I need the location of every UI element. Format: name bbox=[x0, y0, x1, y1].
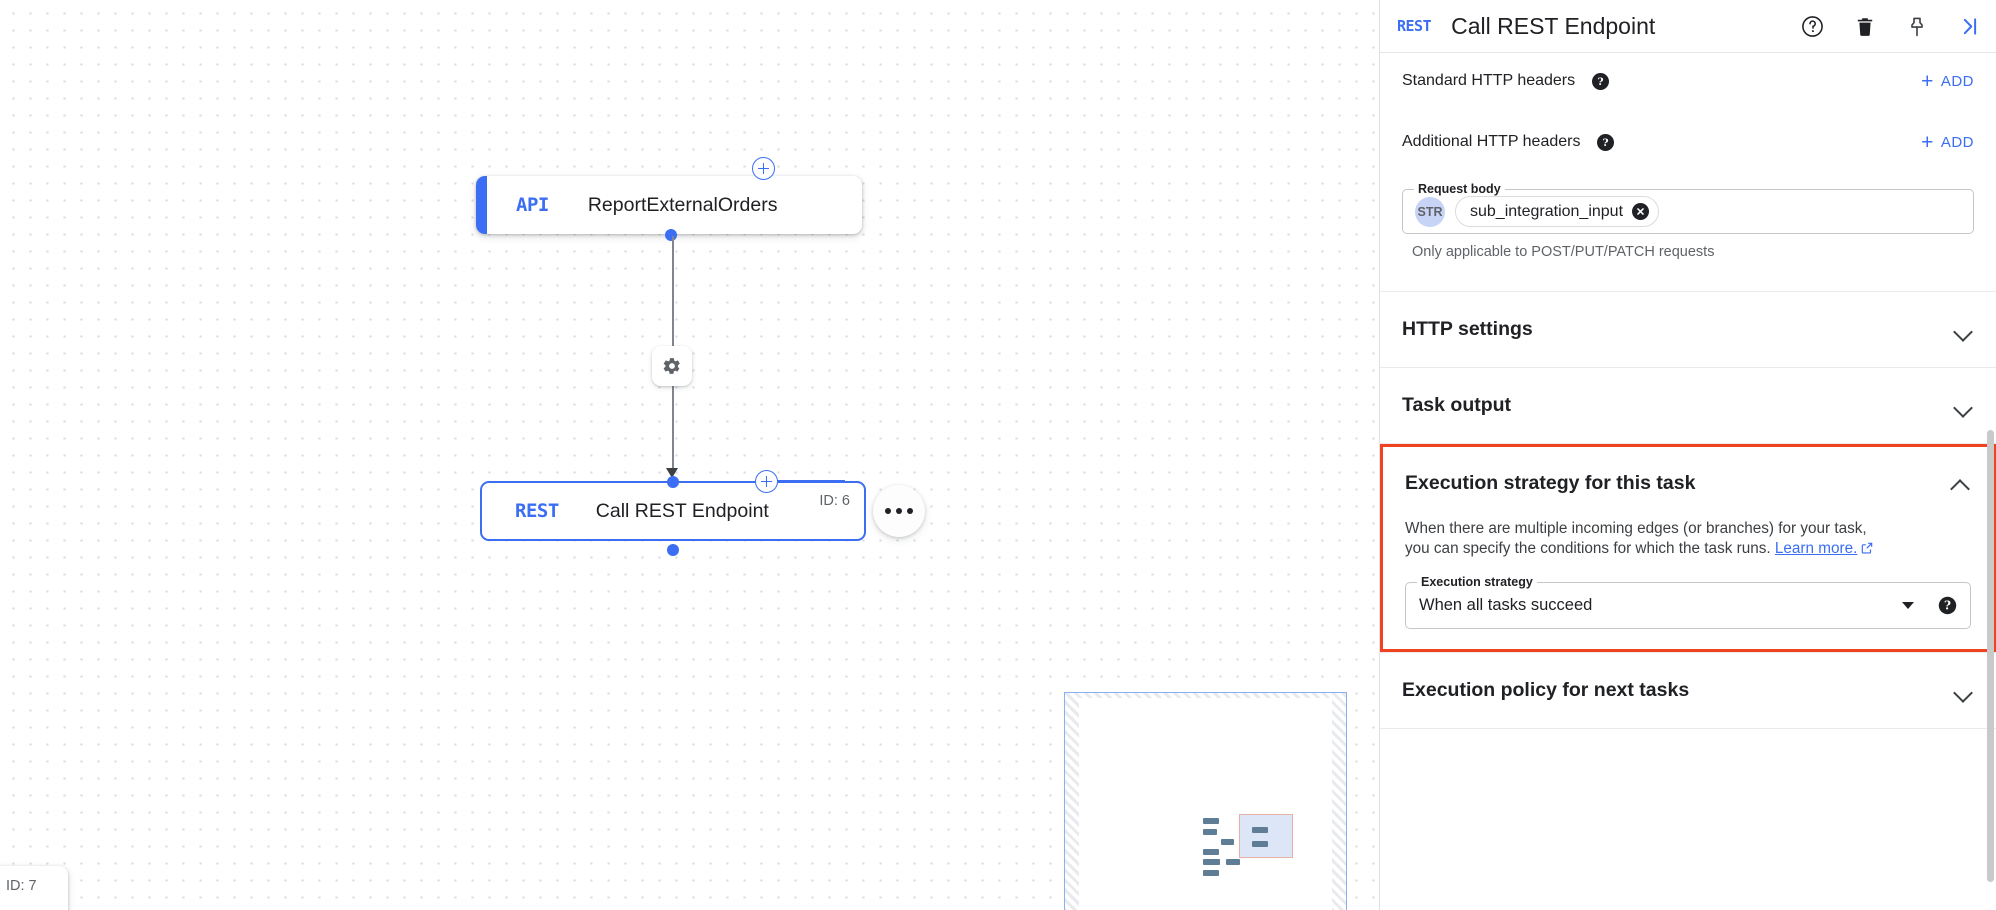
execution-strategy-description-line2: you can specify the conditions for which… bbox=[1405, 539, 1971, 561]
minimap-bar bbox=[1252, 841, 1268, 847]
minimap-bar bbox=[1203, 849, 1219, 855]
node-title: Call REST Endpoint bbox=[595, 499, 769, 522]
task-output-title: Task output bbox=[1402, 394, 1512, 416]
delete-trash-icon[interactable] bbox=[1853, 15, 1877, 39]
accordion-task-output[interactable]: Task output bbox=[1380, 368, 1996, 443]
minimap-inner bbox=[1079, 698, 1332, 910]
standard-http-headers-row: Standard HTTP headers ? + ADD bbox=[1380, 53, 1996, 109]
additional-http-headers-row: Additional HTTP headers ? + ADD bbox=[1380, 109, 1996, 175]
panel-body[interactable]: Standard HTTP headers ? + ADD Addit bbox=[1380, 53, 1996, 910]
collapse-panel-icon[interactable] bbox=[1957, 14, 1982, 39]
chevron-down-icon[interactable] bbox=[1954, 396, 1974, 416]
node-partial-offscreen[interactable]: ID: 7 bbox=[0, 866, 68, 910]
minimap-bar bbox=[1203, 829, 1217, 835]
request-body-field[interactable]: Request body STR sub_integration_input bbox=[1402, 182, 1974, 234]
chevron-down-icon[interactable] bbox=[1954, 320, 1974, 340]
node-output-port[interactable] bbox=[667, 544, 679, 556]
node-accent-bar bbox=[476, 176, 487, 234]
svg-text:?: ? bbox=[1944, 599, 1951, 613]
api-badge: API bbox=[516, 194, 549, 216]
help-icon[interactable]: ? bbox=[1592, 72, 1610, 90]
minimap-bar bbox=[1203, 870, 1219, 876]
request-body-hint: Only applicable to POST/PUT/PATCH reques… bbox=[1412, 244, 1715, 260]
add-label: ADD bbox=[1940, 133, 1974, 151]
help-icon[interactable]: ? bbox=[1597, 133, 1615, 151]
chevron-up-icon[interactable] bbox=[1951, 473, 1971, 493]
minimap-overview[interactable] bbox=[1064, 692, 1347, 910]
plus-icon: + bbox=[1921, 69, 1934, 93]
dot bbox=[896, 508, 902, 514]
accordion-http-settings[interactable]: HTTP settings bbox=[1380, 292, 1996, 367]
external-link-icon[interactable] bbox=[1860, 541, 1874, 561]
accordion-execution-policy[interactable]: Execution policy for next tasks bbox=[1380, 653, 1996, 728]
add-node-plus-icon[interactable] bbox=[752, 157, 775, 180]
add-label: ADD bbox=[1940, 72, 1974, 90]
node-input-port[interactable] bbox=[667, 476, 679, 488]
node-report-external-orders[interactable]: API ReportExternalOrders bbox=[476, 176, 862, 234]
request-body-chip[interactable]: sub_integration_input bbox=[1455, 196, 1660, 227]
plus-icon: + bbox=[1921, 130, 1934, 154]
divider bbox=[1380, 652, 1996, 654]
panel-header-actions bbox=[1800, 0, 1982, 53]
node-id-label: ID: 7 bbox=[6, 878, 37, 894]
minimap-viewport-highlight[interactable] bbox=[1239, 814, 1293, 858]
standard-http-headers-label: Standard HTTP headers bbox=[1402, 72, 1576, 89]
execution-strategy-header[interactable]: Execution strategy for this task bbox=[1383, 447, 1993, 519]
request-body-section: Request body STR sub_integration_input O… bbox=[1380, 182, 1996, 260]
chevron-down-icon[interactable] bbox=[1902, 602, 1914, 610]
panel-header: REST Call REST Endpoint bbox=[1380, 0, 1996, 53]
chevron-down-icon[interactable] bbox=[1954, 681, 1974, 701]
execution-strategy-value: When all tasks succeed bbox=[1419, 596, 1593, 615]
execution-strategy-title: Execution strategy for this task bbox=[1405, 471, 1696, 494]
additional-http-headers-label: Additional HTTP headers bbox=[1402, 133, 1581, 150]
divider bbox=[1380, 728, 1996, 730]
chip-label: sub_integration_input bbox=[1470, 202, 1624, 220]
divider bbox=[1380, 443, 1996, 444]
page-title: Call REST Endpoint bbox=[1451, 12, 1656, 39]
task-config-panel: REST Call REST Endpoint bbox=[1379, 0, 1996, 910]
panel-scrollbar[interactable] bbox=[1987, 430, 1994, 882]
execution-policy-title: Execution policy for next tasks bbox=[1402, 679, 1690, 702]
help-circle-icon[interactable] bbox=[1800, 14, 1825, 39]
add-standard-header-button[interactable]: + ADD bbox=[1921, 71, 1974, 92]
execution-strategy-field-legend: Execution strategy bbox=[1417, 575, 1537, 590]
dot bbox=[885, 508, 891, 514]
execution-strategy-description-line1: When there are multiple incoming edges (… bbox=[1405, 520, 1867, 537]
minimap-bar bbox=[1203, 818, 1219, 824]
desc-text: you can specify the conditions for which… bbox=[1405, 539, 1771, 557]
minimap-bar bbox=[1252, 827, 1268, 833]
minimap-bar bbox=[1221, 839, 1234, 845]
gear-icon[interactable] bbox=[652, 346, 692, 386]
add-node-plus-icon[interactable] bbox=[755, 470, 778, 493]
svg-text:?: ? bbox=[1598, 75, 1604, 88]
accordion-execution-strategy[interactable]: Execution strategy for this task When th… bbox=[1380, 444, 1996, 653]
execution-strategy-body: When there are multiple incoming edges (… bbox=[1383, 519, 1993, 649]
more-horizontal-icon[interactable] bbox=[873, 485, 925, 537]
type-pill-str: STR bbox=[1415, 196, 1445, 227]
request-body-legend: Request body bbox=[1414, 182, 1505, 196]
minimap-bar bbox=[1203, 859, 1220, 865]
learn-more-link[interactable]: Learn more. bbox=[1774, 539, 1858, 557]
http-settings-title: HTTP settings bbox=[1402, 318, 1533, 340]
node-title: ReportExternalOrders bbox=[587, 193, 778, 216]
divider bbox=[1380, 367, 1996, 368]
add-additional-header-button[interactable]: + ADD bbox=[1921, 132, 1974, 153]
edge-arrow-icon bbox=[666, 468, 678, 478]
close-icon[interactable] bbox=[1632, 203, 1650, 220]
node-output-port[interactable] bbox=[665, 229, 677, 241]
execution-strategy-select[interactable]: Execution strategy When all tasks succee… bbox=[1405, 575, 1971, 630]
pin-icon[interactable] bbox=[1905, 15, 1929, 39]
node-call-rest-endpoint[interactable]: REST Call REST Endpoint ID: 6 bbox=[480, 481, 866, 541]
help-icon[interactable]: ? bbox=[1938, 596, 1957, 615]
rest-badge: REST bbox=[1397, 17, 1432, 35]
svg-text:?: ? bbox=[1603, 136, 1609, 149]
node-id-label: ID: 6 bbox=[819, 493, 850, 509]
workflow-canvas[interactable]: API ReportExternalOrders REST Call REST … bbox=[0, 0, 1379, 910]
minimap-bar bbox=[1226, 859, 1240, 865]
dot bbox=[907, 508, 913, 514]
rest-badge: REST bbox=[515, 500, 559, 522]
divider bbox=[1380, 291, 1996, 292]
